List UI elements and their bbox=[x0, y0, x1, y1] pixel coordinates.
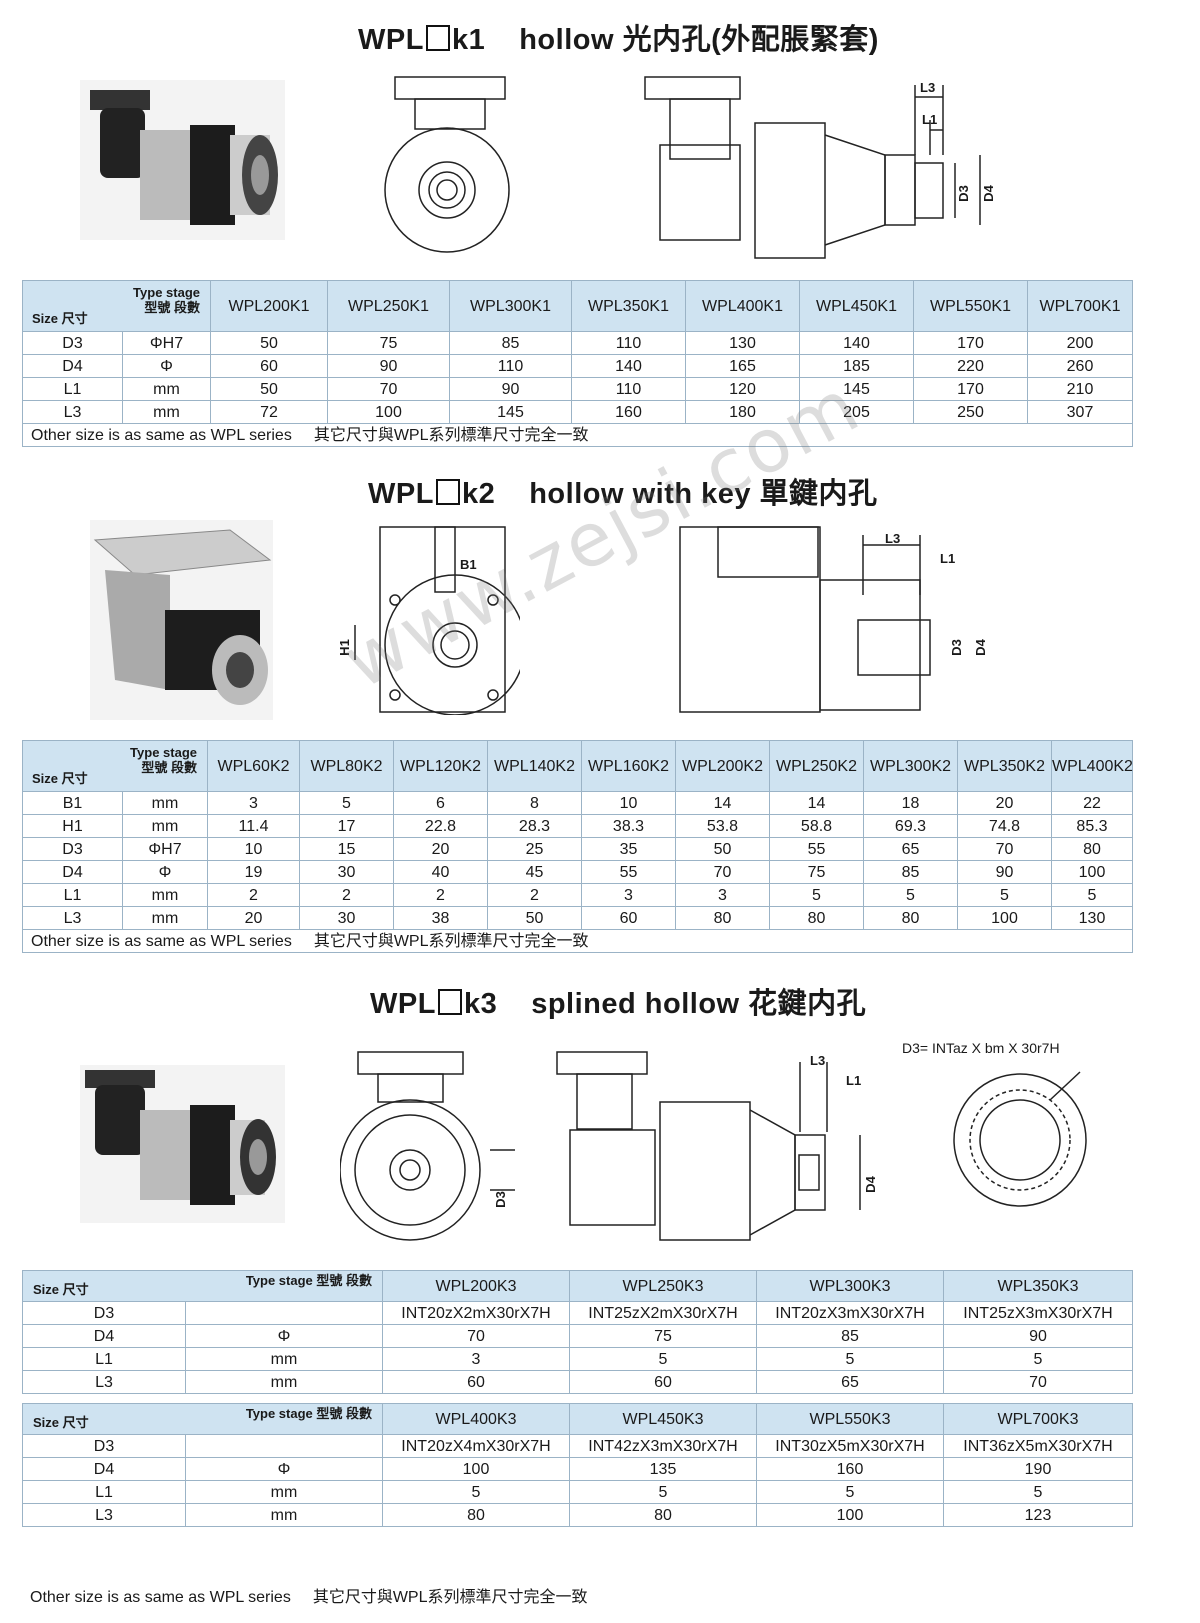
model-header: WPL400K2 bbox=[1051, 740, 1133, 792]
section-k3-subtitle: splined hollow 花鍵内孔 bbox=[531, 988, 867, 1020]
model-header: WPL200K2 bbox=[675, 740, 770, 792]
footnote-cn: 其它尺寸與WPL系列標準尺寸完全一致 bbox=[312, 1589, 588, 1606]
table-corner-cell: Type stage 型號 段數 Size 尺寸 bbox=[22, 1403, 383, 1435]
k3-footnote: Other size is as same as WPL series 其它尺寸與… bbox=[30, 1583, 588, 1607]
dim-label-l3: L3 bbox=[810, 1053, 826, 1068]
k3-product-photo bbox=[80, 1065, 285, 1223]
footnote-en: Other size is as same as WPL series bbox=[30, 1589, 291, 1606]
footnote-en: Other size is as same as WPL series bbox=[31, 932, 292, 950]
spline-formula: D3= INTaz X bm X 30r7H bbox=[902, 1040, 1060, 1056]
dim-label-d4: D4 bbox=[862, 1176, 878, 1193]
model-header: WPL400K1 bbox=[685, 280, 800, 332]
model-header: WPL550K1 bbox=[913, 280, 1028, 332]
model-header: WPL450K1 bbox=[799, 280, 914, 332]
model-header: WPL250K1 bbox=[327, 280, 450, 332]
dim-label-l3: L3 bbox=[885, 531, 901, 546]
model-header: WPL400K3 bbox=[382, 1403, 570, 1435]
model-header: WPL80K2 bbox=[299, 740, 394, 792]
model-header: WPL200K1 bbox=[210, 280, 328, 332]
model-header: WPL250K3 bbox=[569, 1270, 757, 1302]
table-header-row: Type stage 型號 段數 Size 尺寸 WPL400K3 WPL450… bbox=[22, 1403, 1133, 1435]
box-glyph bbox=[425, 25, 450, 51]
k1-front-view-drawing bbox=[380, 75, 515, 265]
model-header: WPL250K2 bbox=[769, 740, 864, 792]
dim-label-d3: D3 bbox=[948, 639, 964, 656]
footnote-cn: 其它尺寸與WPL系列標準尺寸完全一致 bbox=[313, 932, 589, 950]
model-header: WPL300K3 bbox=[756, 1270, 944, 1302]
k1-product-photo bbox=[80, 80, 285, 240]
model-header: WPL350K2 bbox=[957, 740, 1052, 792]
table-footnote-row: Other size is as same as WPL series 其它尺寸與… bbox=[22, 929, 1133, 953]
k2-side-view-drawing bbox=[678, 525, 998, 715]
k2-front-view-drawing bbox=[335, 525, 520, 715]
k1-side-view-drawing bbox=[640, 75, 990, 265]
model-header: WPL700K1 bbox=[1027, 280, 1133, 332]
model-header: WPL60K2 bbox=[207, 740, 300, 792]
dim-label-l1: L1 bbox=[846, 1073, 862, 1088]
model-header: WPL700K3 bbox=[943, 1403, 1133, 1435]
model-header: WPL300K1 bbox=[449, 280, 572, 332]
dim-label-l1: L1 bbox=[922, 112, 938, 127]
section-k2-subtitle: hollow with key 單鍵内孔 bbox=[529, 478, 878, 510]
dim-label-d3: D3 bbox=[492, 1191, 508, 1208]
dim-label-d4: D4 bbox=[980, 185, 996, 202]
dim-label-d4: D4 bbox=[972, 639, 988, 656]
k3-spec-table-b: Type stage 型號 段數 Size 尺寸 WPL400K3 WPL450… bbox=[22, 1403, 1133, 1527]
table-footnote-row: Other size is as same as WPL series 其它尺寸與… bbox=[22, 423, 1133, 447]
table-header-row: Type stage 型號 段數 Size 尺寸 WPL200K3 WPL250… bbox=[22, 1270, 1133, 1302]
model-header: WPL350K1 bbox=[571, 280, 686, 332]
k3-front-view-drawing bbox=[340, 1050, 525, 1245]
k3-side-view-drawing bbox=[555, 1050, 890, 1245]
k2-product-photo bbox=[90, 520, 273, 720]
box-glyph bbox=[435, 479, 460, 505]
model-header: WPL550K3 bbox=[756, 1403, 944, 1435]
model-header: WPL450K3 bbox=[569, 1403, 757, 1435]
model-header: WPL300K2 bbox=[863, 740, 958, 792]
model-header: WPL200K3 bbox=[382, 1270, 570, 1302]
footnote-cn: 其它尺寸與WPL系列標準尺寸完全一致 bbox=[313, 426, 589, 444]
spline-section-drawing bbox=[950, 1070, 1090, 1210]
k3-spec-table-a: Type stage 型號 段數 Size 尺寸 WPL200K3 WPL250… bbox=[22, 1270, 1133, 1394]
section-k1-subtitle: hollow 光内孔(外配脹緊套) bbox=[519, 24, 879, 56]
footnote-en: Other size is as same as WPL series bbox=[31, 426, 292, 444]
table-corner-cell: Type stage 型號 段數 Size 尺寸 bbox=[22, 1270, 383, 1302]
dim-label-l1: L1 bbox=[940, 551, 956, 566]
model-header: WPL350K3 bbox=[943, 1270, 1133, 1302]
model-header: WPL140K2 bbox=[487, 740, 582, 792]
box-glyph bbox=[437, 989, 462, 1015]
model-header: WPL120K2 bbox=[393, 740, 488, 792]
dim-label-l3: L3 bbox=[920, 80, 936, 95]
dim-label-b1: B1 bbox=[460, 557, 477, 572]
dim-label-d3: D3 bbox=[955, 185, 971, 202]
model-header: WPL160K2 bbox=[581, 740, 676, 792]
